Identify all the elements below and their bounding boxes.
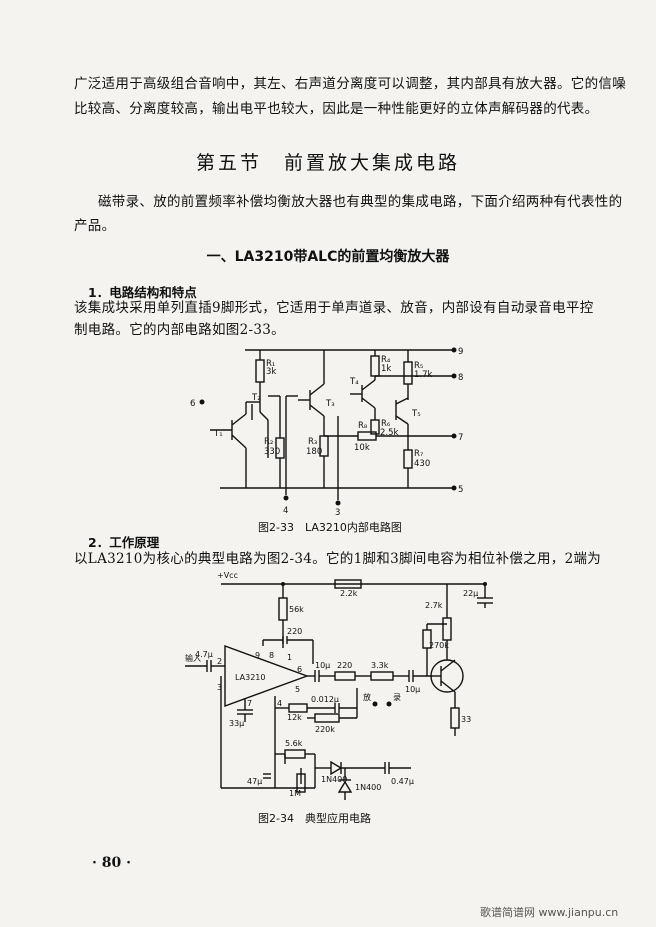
- c47-label: 47μ: [247, 777, 262, 786]
- pin6-label: 6: [190, 399, 195, 409]
- figure-2-34-circuit: +Vcc 2.2k 56k 2.7k 22μ 220 10μ 220 3.3k …: [185, 571, 493, 800]
- r8-label: R₈: [358, 421, 368, 431]
- pin9-label-34: 9: [255, 651, 260, 660]
- r7-label: R₇: [414, 449, 424, 459]
- pin1-label-34: 1: [287, 653, 292, 662]
- r1-label: R₁: [266, 359, 275, 369]
- c10u-b-label: 10μ: [405, 685, 420, 694]
- c0012-label: 0.012μ: [311, 695, 339, 704]
- t1-label: T₁: [213, 429, 223, 439]
- pin9-label: 9: [458, 347, 463, 357]
- t3-label: T₃: [325, 399, 335, 409]
- r56k-label: 56k: [289, 605, 304, 614]
- figure-2-34-caption: 图2-34 典型应用电路: [258, 812, 371, 825]
- r12k-label: 12k: [287, 713, 302, 722]
- pin8-label-34: 8: [269, 651, 274, 660]
- watermark: 歌谱简谱网 www.jianpu.cn: [480, 906, 619, 919]
- r3-value: 180: [306, 447, 322, 457]
- r8-value: 10k: [354, 443, 370, 453]
- r3-label: R₃: [308, 437, 317, 447]
- r7-value: 430: [414, 459, 430, 469]
- input-label: 输入: [185, 653, 201, 663]
- c33u-label: 33μ: [229, 719, 244, 728]
- r56k2-label: 5.6k: [285, 739, 303, 748]
- r33-label: 33: [461, 715, 471, 724]
- c10u-a-label: 10μ: [315, 661, 330, 670]
- r4-label: R₄: [381, 355, 391, 365]
- section-title: 第五节 前置放大集成电路: [195, 152, 460, 174]
- section-intro-line-2: 产品。: [74, 218, 116, 234]
- part1-line-1: 该集成块采用单列直插9脚形式，它适用于单声道录、放音，内部设有自动录音电平控: [74, 300, 594, 316]
- r1-value: 3k: [266, 367, 276, 377]
- diode-2-label: 1N400: [355, 783, 381, 792]
- t2-label: T₂: [251, 393, 261, 403]
- figure-2-33-circuit: 6 9 8 7 5 4 3 R₁ 3k R₂ 330 R₃ 180 R₄ 1k …: [190, 347, 463, 515]
- r220k-label: 220k: [315, 725, 335, 734]
- r6-value: 2.5k: [380, 428, 399, 438]
- r2-value: 330: [264, 447, 280, 457]
- r220-label: 220: [337, 661, 352, 670]
- r1m-label: 1M: [289, 789, 301, 798]
- r22k-label: 2.2k: [340, 589, 358, 598]
- r4-value: 1k: [381, 364, 391, 374]
- part1-heading: 1．电路结构和特点: [88, 285, 197, 300]
- part1-line-2: 制电路。它的内部电路如图2-33。: [74, 322, 285, 338]
- r270k-label: 270k: [429, 641, 449, 650]
- diode-1-label: 1N400: [321, 775, 347, 784]
- pin2-label-34: 2: [217, 657, 222, 666]
- pin4-label: 4: [283, 506, 288, 515]
- r5-label: R₅: [414, 361, 423, 371]
- r5-value: 1.7k: [414, 370, 433, 380]
- t5-label: T₅: [411, 409, 421, 419]
- pin5-label-34: 5: [295, 685, 300, 694]
- subsection-title: 一、LA3210带ALC的前置均衡放大器: [206, 249, 450, 265]
- vcc-label: +Vcc: [217, 571, 238, 580]
- pin7-label-34: 7: [247, 699, 252, 708]
- page-number: · 80 ·: [92, 855, 131, 871]
- pin6-label-34: 6: [297, 665, 302, 674]
- pin3-label: 3: [335, 508, 340, 515]
- r33k-label: 3.3k: [371, 661, 389, 670]
- t4-label: T₄: [349, 377, 359, 387]
- pin8-label: 8: [458, 373, 463, 383]
- intro-line-2: 比较高、分离度较高，输出电平也较大，因此是一种性能更好的立体声解码器的代表。: [74, 101, 599, 117]
- section-intro-line-1: 磁带录、放的前置频率补偿均衡放大器也有典型的集成电路，下面介绍两种有代表性的: [98, 194, 623, 210]
- play-switch-label: 放: [363, 692, 371, 702]
- pin7-label: 7: [458, 433, 463, 443]
- figure-2-33-caption: 图2-33 LA3210内部电路图: [258, 521, 402, 534]
- r6-label: R₆: [381, 419, 391, 429]
- c220p-label: 220: [287, 627, 302, 636]
- r27k-label: 2.7k: [425, 601, 443, 610]
- ic-label: LA3210: [235, 673, 265, 682]
- c22u-label: 22μ: [463, 589, 478, 598]
- pin5-label: 5: [458, 485, 463, 495]
- pin4-label-34: 4: [277, 699, 282, 708]
- part2-line-1: 以LA3210为核心的典型电路为图2-34。它的1脚和3脚间电容为相位补偿之用，…: [74, 551, 602, 567]
- record-switch-label: 录: [393, 693, 401, 702]
- c47u-label: 4.7μ: [195, 650, 213, 659]
- pin3-label-34: 3: [217, 683, 222, 692]
- r2-label: R₂: [264, 437, 273, 447]
- intro-line-1: 广泛适用于高级组合音响中，其左、右声道分离度可以调整，其内部具有放大器。它的信噪: [74, 76, 626, 92]
- c047-label: 0.47μ: [391, 777, 414, 786]
- part2-heading: 2．工作原理: [88, 535, 160, 550]
